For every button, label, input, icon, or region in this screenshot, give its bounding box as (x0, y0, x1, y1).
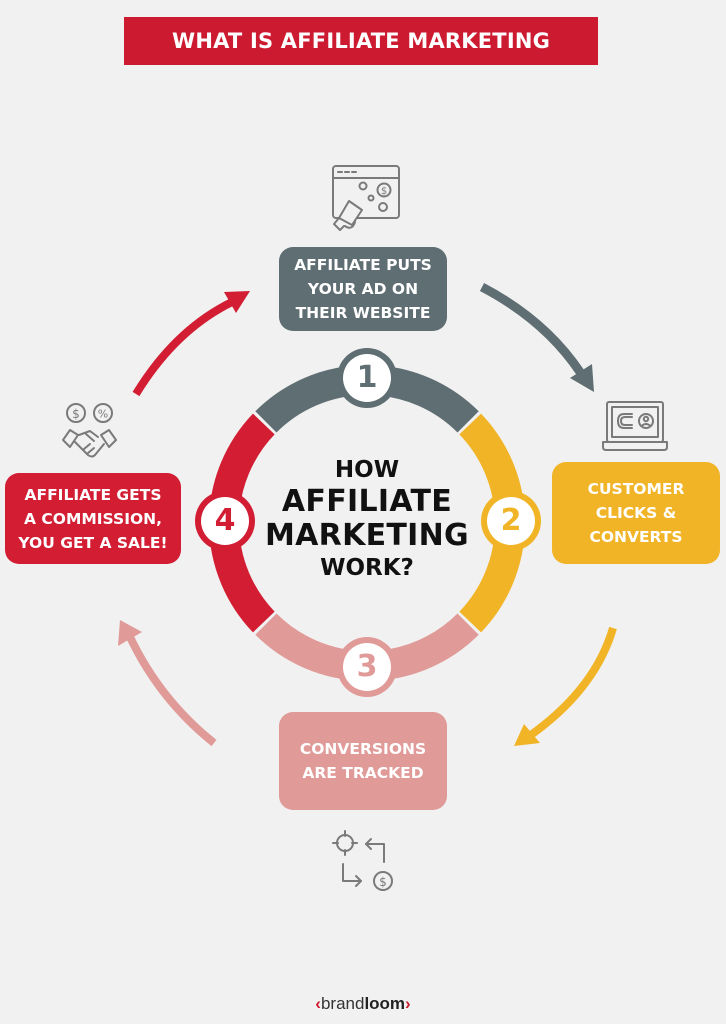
arrow-2-to-3 (514, 626, 617, 746)
step-number-2: 2 (500, 503, 522, 538)
step-box-2: CUSTOMER CLICKS & CONVERTS (552, 462, 720, 564)
step-badge-2 (481, 491, 541, 551)
page-title: WHAT IS AFFILIATE MARKETING (171, 29, 551, 53)
step-2-text: CLICKS & (595, 504, 677, 522)
step-number-1: 1 (356, 360, 378, 395)
center-line-how: HOW (334, 457, 400, 483)
logo-text-loom: loom (364, 994, 406, 1013)
step-1-text: AFFILIATE PUTS (294, 256, 432, 274)
arrow-4-to-1 (132, 291, 250, 397)
step-1-text: YOUR AD ON (307, 280, 419, 298)
center-line-affiliate: AFFILIATE (281, 484, 453, 519)
logo-chevron-right-icon: › (405, 994, 411, 1013)
step-box-3: CONVERSIONS ARE TRACKED (279, 712, 447, 810)
step-2-text: CONVERTS (589, 528, 683, 546)
svg-text:$: $ (72, 407, 80, 421)
center-line-work: WORK? (320, 555, 414, 581)
step-2-text: CUSTOMER (587, 480, 685, 498)
logo-text-brand: brand (320, 994, 365, 1013)
step-4-text: YOU GET A SALE! (18, 533, 168, 552)
step-box-1: AFFILIATE PUTS YOUR AD ON THEIR WEBSITE (279, 247, 447, 331)
center-heading: HOW AFFILIATE MARKETING WORK? (237, 455, 497, 583)
step-3-text: ARE TRACKED (302, 764, 424, 782)
svg-text:$: $ (381, 186, 387, 197)
svg-text:%: % (98, 408, 108, 421)
step-4-text: AFFILIATE GETS (24, 485, 162, 504)
handshake-commission-icon: $ % (62, 403, 117, 458)
brandloom-logo: ‹brandloom› (0, 994, 726, 1014)
megaphone-ad-icon: $ (332, 165, 400, 231)
arrow-1-to-2 (479, 283, 594, 392)
step-number-4: 4 (214, 503, 236, 538)
laptop-magnet-user-icon (602, 401, 668, 451)
step-1-text: THEIR WEBSITE (295, 304, 431, 322)
step-badge-4 (195, 491, 255, 551)
logo-chevron-left-icon: ‹ (315, 994, 321, 1013)
arrow-3-to-4 (118, 620, 217, 747)
step-3-text: CONVERSIONS (299, 740, 427, 758)
step-badge-1 (337, 348, 397, 408)
center-line-marketing: MARKETING (265, 518, 469, 553)
title-banner: WHAT IS AFFILIATE MARKETING (124, 17, 598, 65)
target-tracking-dollar-icon: $ (332, 830, 393, 891)
step-4-text: A COMMISSION, (24, 509, 162, 528)
svg-text:$: $ (379, 875, 387, 889)
step-box-4: AFFILIATE GETS A COMMISSION, YOU GET A S… (5, 473, 181, 564)
step-badge-3 (337, 637, 397, 697)
step-number-3: 3 (356, 649, 378, 684)
